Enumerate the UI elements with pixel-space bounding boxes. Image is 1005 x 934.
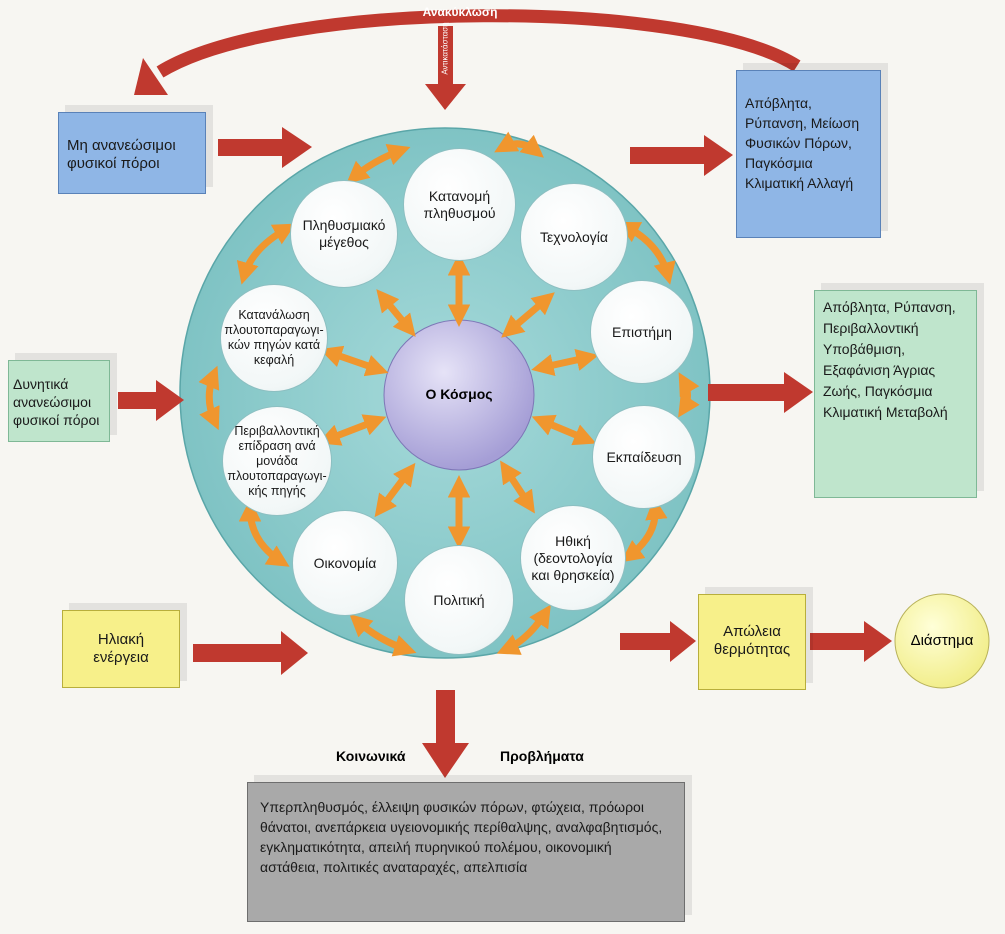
input-arrow-renewable: [118, 380, 184, 421]
node-economy: Οικονομία: [292, 510, 398, 616]
space-sphere: [894, 593, 990, 689]
output-middle-box: Απόβλητα, Ρύπανση, Περιβαλλοντική Υποβάθ…: [814, 290, 977, 498]
ring-arrow-8: [198, 365, 220, 431]
ring-arrow-9: [236, 223, 296, 285]
ring-arrow-6: [349, 613, 417, 657]
node-politics: Πολιτική: [404, 545, 514, 655]
node-population-distribution: Κατανομή πληθυσμού: [403, 148, 516, 261]
input-potentially-renewable-box: Δυνητικά ανανεώσιμοι φυσικοί πόροι: [8, 360, 110, 442]
recycle-sublabel: Αντικατάσταση: [440, 22, 450, 75]
ring-arrow-5: [496, 604, 551, 655]
spoke-arrow-5: [500, 460, 535, 514]
spoke-arrow-8: [317, 414, 387, 446]
recycle-arrow: [156, 9, 801, 78]
ring-arrow-3: [678, 372, 700, 418]
output-arrow-heat: [620, 621, 696, 662]
input-nonrenewable-box: Μη ανανεώσιμοι φυσικοί πόροι: [58, 112, 206, 194]
social-label-right: Προβλήματα: [500, 748, 584, 764]
ring-arrow-4: [620, 497, 668, 563]
recycle-down-arrow-head: [425, 84, 466, 110]
node-environmental-impact: Περιβαλλοντική επίδραση ανά μονάδα πλουτ…: [222, 406, 332, 516]
spoke-arrow-7: [374, 462, 416, 518]
recycle-arrow-head: [134, 58, 168, 95]
ring-arrow-1: [494, 131, 544, 158]
input-arrow-nonrenewable: [218, 127, 312, 168]
node-science: Επιστήμη: [590, 280, 694, 384]
recycle-label: Ανακύκλωση: [422, 5, 498, 19]
output-arrow-space: [810, 621, 892, 662]
social-label-left: Κοινωνικά: [336, 748, 406, 764]
input-arrow-solar: [193, 631, 308, 675]
ring-arrow-7: [238, 499, 290, 567]
recycle-down-arrow: [438, 26, 453, 84]
spoke-arrow-9: [319, 345, 389, 377]
node-technology: Τεχνολογία: [520, 183, 628, 291]
output-arrow-social: [422, 690, 469, 778]
output-arrow-middle: [708, 372, 813, 413]
space-label: Διάστημα: [910, 632, 974, 649]
input-solar-box: Ηλιακή ενέργεια: [62, 610, 180, 688]
output-top-box: Απόβλητα, Ρύπανση, Μείωση Φυσικών Πόρων,…: [736, 70, 881, 238]
ring-arrow-10: [346, 143, 411, 184]
node-population-size: Πληθυσμιακό μέγεθος: [290, 180, 398, 288]
node-consumption: Κατανάλωση πλουτοπαραγωγι-κών πηγών κατά…: [220, 284, 328, 392]
center-label: Ο Κόσμος: [425, 386, 493, 402]
ring-arrow-2: [617, 221, 676, 285]
spoke-arrow-4: [531, 414, 597, 446]
spoke-arrow-2: [501, 292, 555, 338]
output-heat-loss-box: Απώλεια θερμότητας: [698, 594, 806, 690]
spoke-arrow-3: [531, 348, 599, 377]
output-arrow-top: [630, 135, 733, 176]
spoke-arrow-10: [376, 289, 416, 337]
node-education: Εκπαίδευση: [592, 405, 696, 509]
social-problems-box: Υπερπληθυσμός, έλλειψη φυσικών πόρων, φτ…: [247, 782, 685, 922]
node-ethics: Ηθική (δεοντολογία και θρησκεία): [520, 505, 626, 611]
